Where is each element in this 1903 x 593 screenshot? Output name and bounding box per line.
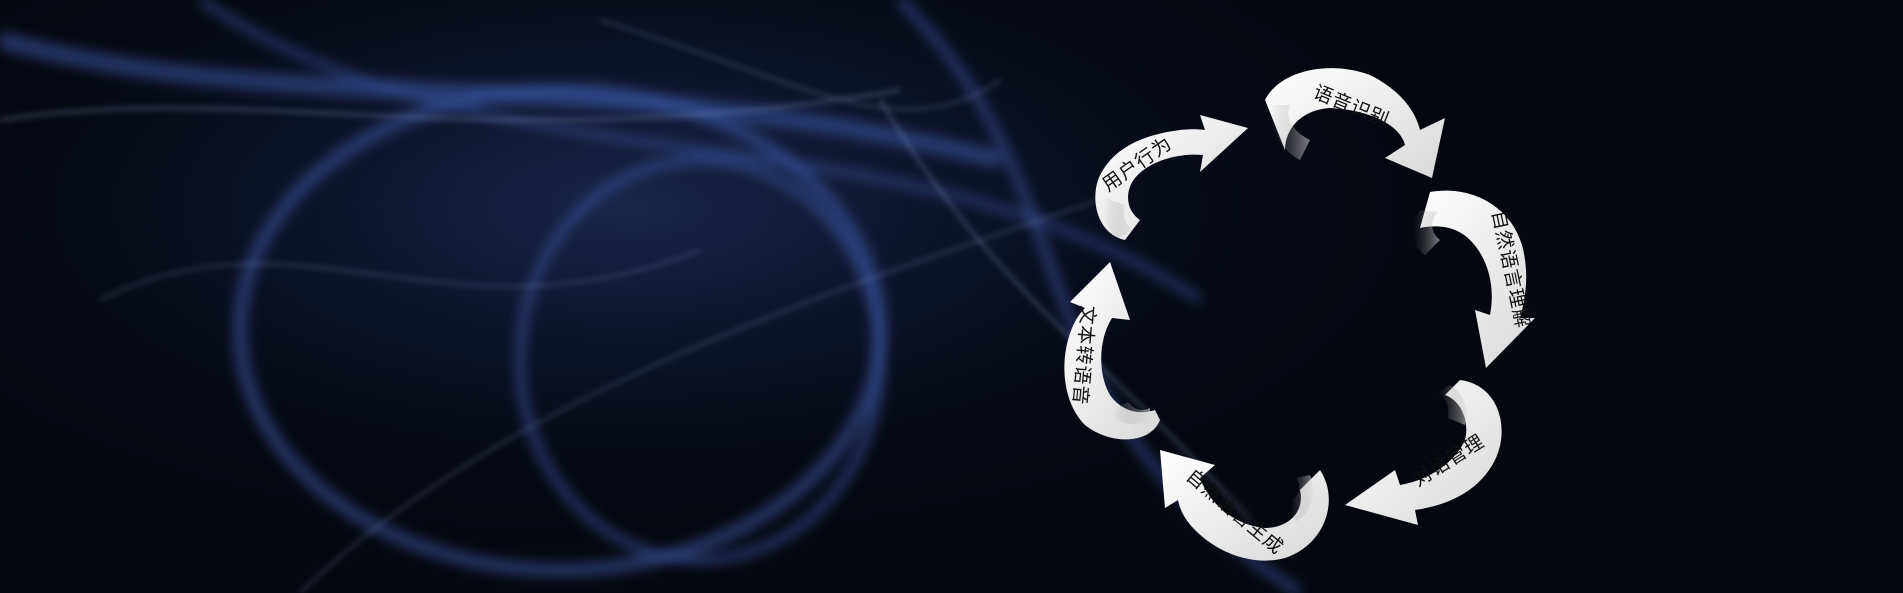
arrow-shape	[1420, 190, 1535, 368]
arrow-shape	[1064, 262, 1160, 440]
arrow-shape	[1160, 450, 1329, 561]
arrow-shape	[1345, 380, 1502, 525]
arrow-shape	[1095, 115, 1248, 240]
arrow-shape	[1265, 68, 1445, 178]
cycle-arrows	[1064, 68, 1535, 561]
